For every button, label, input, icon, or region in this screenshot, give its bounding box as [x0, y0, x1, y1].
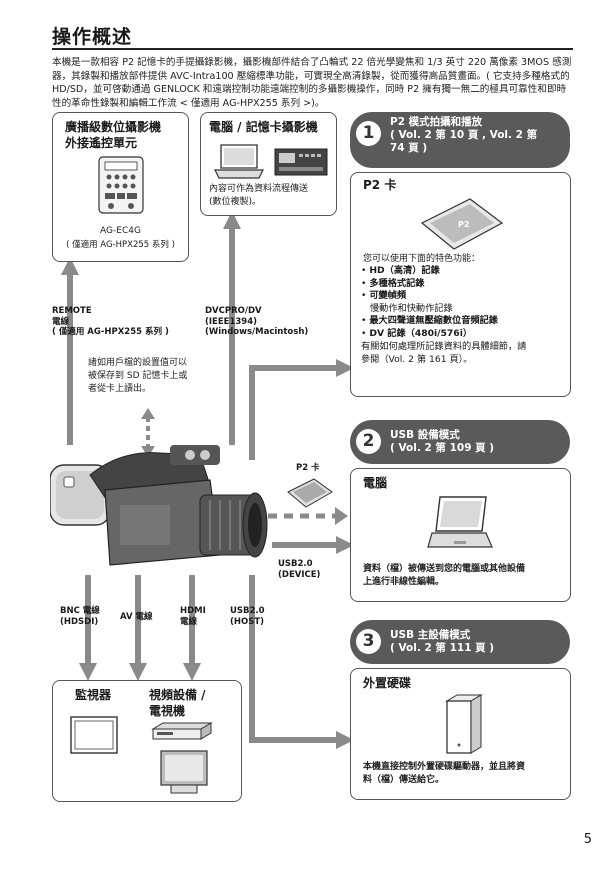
page-number: 5	[583, 832, 592, 847]
remote-control-icon	[98, 156, 144, 214]
mode2-banner: 2 USB 設備模式 ( Vol. 2 第 109 頁 )	[350, 420, 570, 464]
hdmi-cable-label: HDMI 電線	[180, 606, 206, 627]
mode3-number: 3	[356, 629, 381, 654]
monitor-icon	[70, 716, 118, 754]
p2-card-small-icon	[287, 478, 333, 508]
usb-host-label: USB2.0 (HOST)	[230, 606, 265, 627]
feature-list: • HD（高清）記錄 • 多種格式記錄 • 可變幀頻 慢動作和快動作記錄 • 最…	[361, 265, 566, 366]
remote-model: AG-EC4G	[100, 226, 141, 236]
feature-item: • HD（高清）記錄	[361, 265, 440, 276]
dvcpro-cable-label: DVCPRO/DV (IEEE1394) (Windows/Macintosh)	[205, 306, 309, 337]
remote-unit-title: 廣播級數位攝影機 外接遙控單元	[65, 120, 162, 150]
mode2-number: 2	[356, 429, 381, 454]
mode3-banner: 3 USB 主設備模式 ( Vol. 2 第 111 頁 )	[350, 620, 570, 664]
p2-card-box: P2 卡 P2 您可以使用下面的特色功能：	[350, 172, 571, 397]
av-cable-label: AV 電線	[120, 612, 153, 622]
p2-card-lead: 您可以使用下面的特色功能：	[363, 254, 481, 264]
remote-unit-box: 廣播級數位攝影機 外接遙控單元 AG-EC4G ( 僅適用 AG-HPX255 …	[52, 112, 189, 262]
pc-card-camera-desc: 內容可作為資料流程傳送 (數位複製)。	[209, 184, 309, 207]
feature-item: • 多種格式記錄	[361, 277, 425, 289]
feature-item: • DV 記錄（480i/576i）	[361, 327, 473, 339]
p2-card-title: P2 卡	[363, 178, 397, 192]
hard-drive-icon	[445, 694, 483, 754]
mode1-label: P2 模式拍攝和播放 ( Vol. 2 第 10 頁 , Vol. 2 第 74…	[390, 116, 538, 154]
card-camera-deck-icon	[274, 148, 328, 176]
page-title: 操作概述	[52, 26, 133, 48]
feature-item: • 可變幀頻	[361, 290, 407, 301]
pc-card-camera-box: 電腦 / 記憶卡攝影機 內容可作為資料流程傳送 (數位複製)。	[200, 112, 337, 216]
p2-card-small-label: P2 卡	[296, 463, 320, 473]
sd-card-note: 諸如用戶檔的設置值可以 被保存到 SD 記憶卡上或 者從卡上讀出。	[88, 358, 188, 394]
mode1-banner: 1 P2 模式拍攝和播放 ( Vol. 2 第 10 頁 , Vol. 2 第 …	[350, 112, 570, 168]
external-hdd-title: 外置硬碟	[363, 676, 412, 690]
laptop-icon	[427, 496, 493, 548]
usb-device-label: USB2.0 (DEVICE)	[278, 559, 321, 580]
p2-card-logo: P2	[458, 220, 469, 229]
intro-paragraph: 本機是一款相容 P2 記憶卡的手提攝錄影機，攝影機部件結合了凸輪式 22 倍光學…	[52, 57, 572, 109]
video-equipment-title: 視頻設備 / 電視機	[149, 688, 206, 718]
video-deck-icon	[151, 722, 213, 740]
pc-card-camera-title: 電腦 / 記憶卡攝影機	[209, 120, 318, 134]
television-icon	[160, 750, 208, 794]
laptop-icon	[214, 144, 264, 179]
p2-card-footer: 有關如何處理所記錄資料的具體細節，請 參閱（Vol. 2 第 161 頁）。	[361, 341, 527, 365]
external-hdd-box: 外置硬碟 本機直接控制外置硬碟驅動器，並且將資 料（檔）傳送給它。	[350, 668, 571, 800]
camcorder-icon	[50, 445, 268, 566]
usb-device-pc-box: 電腦 資料（檔）被傳送到您的電腦或其他設備 上進行非線性編輯。	[350, 468, 571, 602]
p2-card-icon: P2	[420, 198, 504, 250]
feature-item: • 最大四聲道無壓縮數位音頻記錄	[361, 315, 498, 326]
monitor-video-box: 監視器 視頻設備 / 電視機	[52, 680, 242, 802]
mode2-label: USB 設備模式 ( Vol. 2 第 109 頁 )	[390, 429, 495, 454]
bnc-cable-label: BNC 電線 (HDSDI)	[60, 606, 100, 627]
usb-device-pc-desc: 資料（檔）被傳送到您的電腦或其他設備 上進行非線性編輯。	[363, 564, 526, 587]
mode1-number: 1	[356, 121, 381, 146]
usb-device-pc-title: 電腦	[363, 476, 388, 490]
monitor-title: 監視器	[75, 688, 112, 702]
external-hdd-desc: 本機直接控制外置硬碟驅動器，並且將資 料（檔）傳送給它。	[363, 762, 526, 785]
mode3-label: USB 主設備模式 ( Vol. 2 第 111 頁 )	[390, 629, 495, 654]
remote-note: ( 僅適用 AG-HPX255 系列 )	[66, 240, 175, 250]
title-rule	[52, 48, 573, 50]
remote-cable-label: REMOTE 電線 ( 僅適用 AG-HPX255 系列 )	[52, 306, 169, 337]
feature-subitem: 慢動作和快動作記錄	[370, 302, 453, 314]
